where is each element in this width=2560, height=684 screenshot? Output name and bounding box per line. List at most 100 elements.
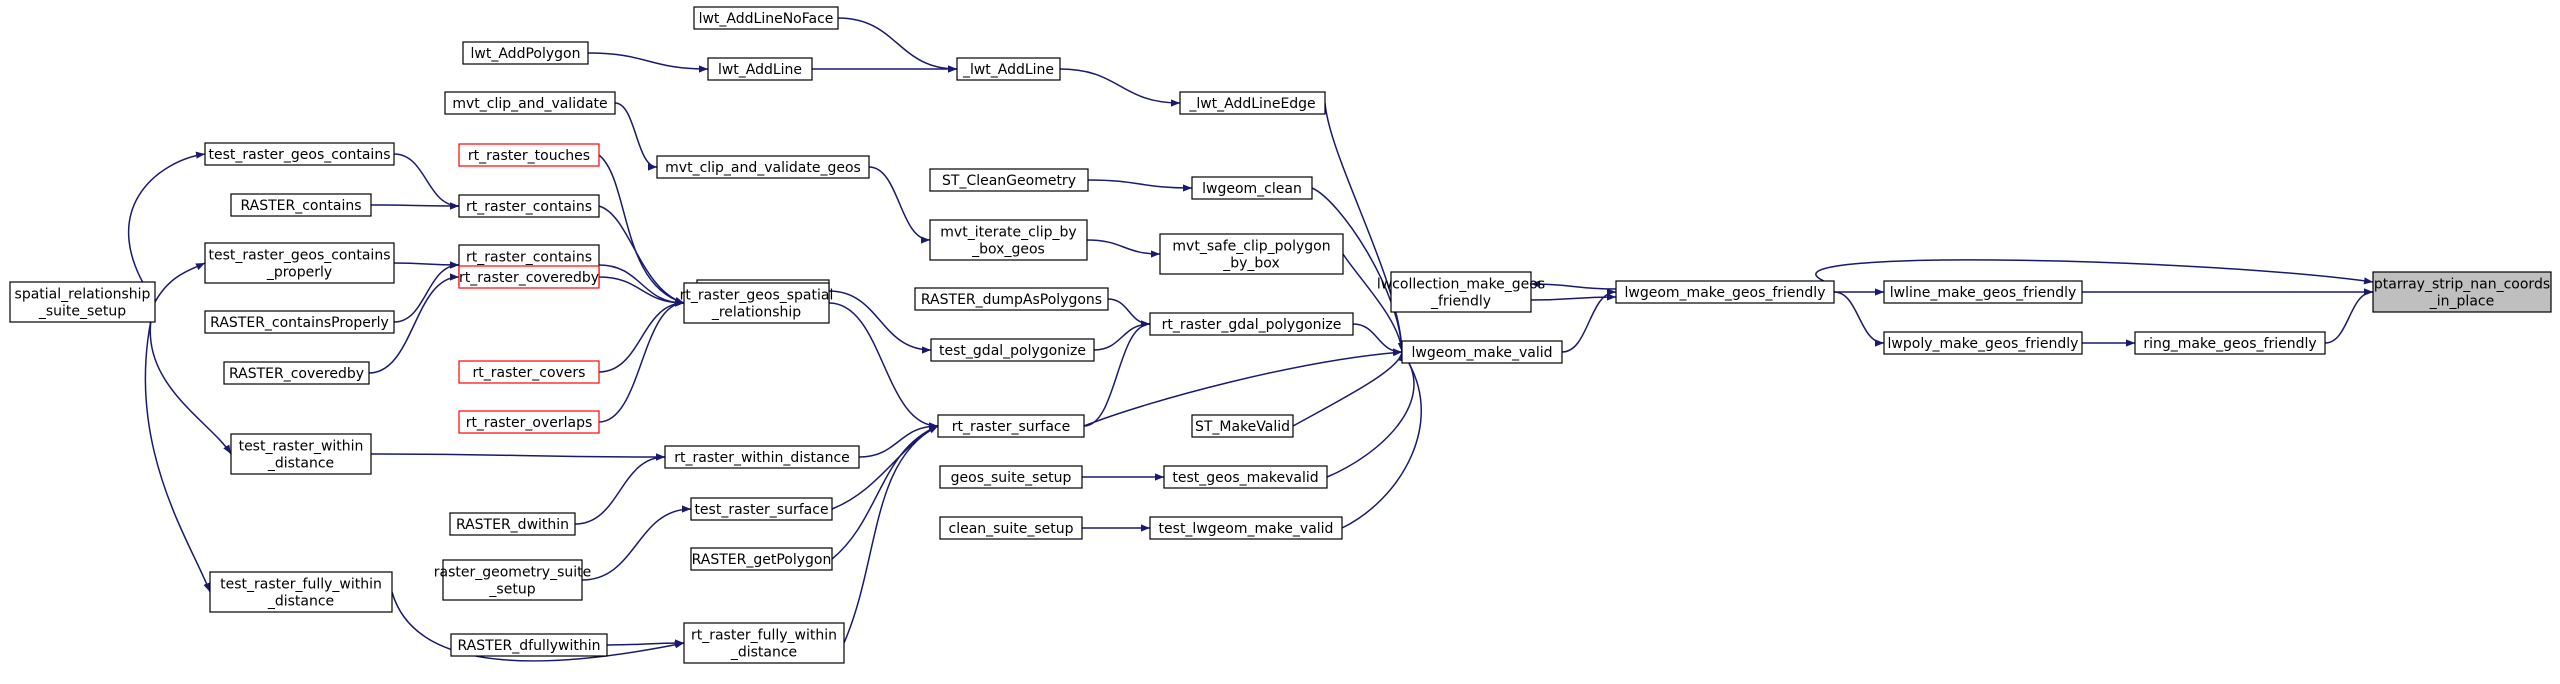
node-label: mvt_clip_and_validate_geos	[665, 160, 861, 176]
edge-rt-geos-spatial-to-rt-surface	[828, 302, 939, 430]
node-label: lwline_make_geos_friendly	[1890, 285, 2077, 301]
node-label: _properly	[266, 265, 332, 281]
node-label: test_geos_makevalid	[1172, 470, 1318, 486]
node-rt-overlaps[interactable]: rt_raster_overlaps	[458, 410, 600, 434]
node-box	[914, 287, 1109, 311]
node-box	[204, 242, 395, 284]
node-label: _distance	[267, 594, 334, 610]
edge-lwgeom-valid-to-lwgeom-friendly	[1561, 288, 1617, 353]
node-rt-contains[interactable]: rt_raster_contains	[458, 194, 600, 218]
node-label: ptarray_strip_nan_coords	[2374, 277, 2550, 293]
edge-lwgeom-friendly-to-lwpoly	[1833, 291, 1885, 347]
node-test-geos-mv[interactable]: test_geos_makevalid	[1163, 465, 1328, 489]
node-test-rwd[interactable]: test_raster_within_distance	[230, 433, 372, 475]
node-test-rg-contains-p[interactable]: test_raster_geos_contains_properly	[204, 242, 395, 284]
node-box	[230, 433, 372, 475]
node-label: _by_box	[1222, 256, 1279, 272]
node-box	[1149, 312, 1354, 336]
node-box	[929, 219, 1088, 261]
node-mvt-safe[interactable]: mvt_safe_clip_polygon_by_box	[1159, 233, 1344, 275]
node-label: test_raster_surface	[694, 502, 828, 518]
node-rt-coveredby[interactable]: rt_raster_coveredby	[458, 265, 600, 289]
node-mvt-iterate[interactable]: mvt_iterate_clip_by_box_geos	[929, 219, 1088, 261]
node-label: mvt_clip_and_validate	[452, 96, 607, 112]
node-lwt-addlinenoface[interactable]: lwt_AddLineNoFace	[693, 6, 839, 30]
node-label: _lwt_AddLine	[962, 62, 1054, 78]
node-box	[930, 338, 1095, 362]
node-rt-covers[interactable]: rt_raster_covers	[458, 360, 600, 384]
node-test-gdal-poly[interactable]: test_gdal_polygonize	[930, 338, 1095, 362]
node-label: rt_raster_contains	[466, 199, 592, 215]
node-clean-suite[interactable]: clean_suite_setup	[939, 516, 1083, 540]
edge-lwgeom-clean-to-lwgeom-valid	[1311, 187, 1406, 353]
edge-gdal-suite-to-test-gdal-poly	[828, 290, 932, 354]
node-st-makevalid[interactable]: ST_MakeValid	[1191, 414, 1294, 438]
node-test-rg-contains[interactable]: test_raster_geos_contains	[204, 142, 395, 166]
node-label: raster_geometry_suite	[434, 565, 592, 581]
edge-raster-contains-to-rt-contains	[370, 202, 460, 210]
node-lwgeom-clean[interactable]: lwgeom_clean	[1191, 176, 1313, 200]
node-raster-contains-p[interactable]: RASTER_containsProperly	[204, 310, 395, 334]
node-label: lwt_AddPolygon	[471, 46, 581, 62]
node-lwt-addpolygon[interactable]: lwt_AddPolygon	[462, 41, 589, 65]
node-lwline[interactable]: lwline_make_geos_friendly	[1883, 280, 2083, 304]
node-lwcoll[interactable]: lwcollection_make_geos_friendly	[1377, 271, 1545, 313]
node-raster-dfully[interactable]: RASTER_dfullywithin	[450, 633, 608, 657]
node-rt-within-d[interactable]: rt_raster_within_distance	[664, 445, 860, 469]
node-label: test_gdal_polygonize	[939, 343, 1086, 359]
node-box	[1163, 465, 1328, 489]
node-raster-dump[interactable]: RASTER_dumpAsPolygons	[914, 287, 1109, 311]
node-spatial-suite[interactable]: spatial_relationship_suite_setup	[9, 281, 156, 323]
node-test-rfwd[interactable]: test_raster_fully_within_distance	[209, 571, 393, 613]
node-label: rt_raster_fully_within	[691, 628, 837, 644]
node-lwt-addline[interactable]: lwt_AddLine	[707, 57, 813, 81]
node-lwt-addline-[interactable]: _lwt_AddLine	[956, 57, 1061, 81]
node-box	[1179, 91, 1326, 115]
node-rt-geos-spatial[interactable]: rt_raster_geos_spatial_relationship	[680, 282, 834, 324]
node-rt-gdal-poly[interactable]: rt_raster_gdal_polygonize	[1149, 312, 1354, 336]
node-raster-coveredby[interactable]: RASTER_coveredby	[223, 361, 370, 385]
edge-raster-getpoly-to-rt-surface	[831, 425, 939, 560]
node-box	[937, 414, 1085, 438]
node-lwt-addlineedge[interactable]: _lwt_AddLineEdge	[1179, 91, 1326, 115]
node-ring[interactable]: ring_make_geos_friendly	[2134, 331, 2326, 355]
node-box	[939, 465, 1083, 489]
node-raster-getpoly[interactable]: RASTER_getPolygon	[690, 547, 833, 571]
node-mvt-cav-geos[interactable]: mvt_clip_and_validate_geos	[656, 155, 870, 179]
node-box	[1191, 414, 1294, 438]
node-box	[1883, 280, 2083, 304]
node-label: test_lwgeom_make_valid	[1159, 521, 1334, 537]
node-lwpoly[interactable]: lwpoly_make_geos_friendly	[1883, 331, 2083, 355]
edge-test-gdal-poly-to-rt-gdal-poly	[1093, 320, 1151, 351]
node-mvt-cav[interactable]: mvt_clip_and_validate	[444, 91, 616, 115]
node-st-clean[interactable]: ST_CleanGeometry	[929, 168, 1089, 192]
node-test-lwgeom-mv[interactable]: test_lwgeom_make_valid	[1149, 516, 1343, 540]
edge-test-rg-contains-to-rt-contains	[393, 153, 460, 210]
node-lwgeom-friendly[interactable]: lwgeom_make_geos_friendly	[1615, 280, 1835, 304]
node-lwgeom-valid[interactable]: lwgeom_make_valid	[1401, 340, 1563, 364]
node-box	[458, 194, 600, 218]
node-box	[656, 155, 870, 179]
node-box	[230, 193, 372, 217]
edge-rt-touches-to-rt-geos-spatial	[598, 154, 685, 305]
node-box	[1149, 516, 1343, 540]
node-label: test_raster_geos_contains	[209, 248, 391, 264]
node-test-raster-surface[interactable]: test_raster_surface	[690, 497, 833, 521]
node-box	[450, 633, 608, 657]
node-raster-contains[interactable]: RASTER_contains	[230, 193, 372, 217]
node-label: rt_raster_covers	[473, 365, 586, 381]
node-label: _distance	[267, 456, 334, 472]
node-label: rt_raster_contains	[466, 250, 592, 266]
node-label: test_raster_geos_contains	[209, 147, 391, 163]
node-rt-touches[interactable]: rt_raster_touches	[458, 143, 600, 167]
node-box	[1191, 176, 1313, 200]
edge-mvt-iterate-to-mvt-safe	[1086, 239, 1161, 258]
node-box	[683, 622, 845, 664]
node-ptarray[interactable]: ptarray_strip_nan_coords_in_place	[2372, 271, 2552, 313]
node-rt-fully-within[interactable]: rt_raster_fully_within_distance	[683, 622, 845, 664]
node-raster-dwithin[interactable]: RASTER_dwithin	[449, 512, 576, 536]
node-geos-suite[interactable]: geos_suite_setup	[939, 465, 1083, 489]
node-raster-geom-suite[interactable]: raster_geometry_suite_setup	[434, 559, 592, 601]
node-rt-surface[interactable]: rt_raster_surface	[937, 414, 1085, 438]
node-box	[956, 57, 1061, 81]
